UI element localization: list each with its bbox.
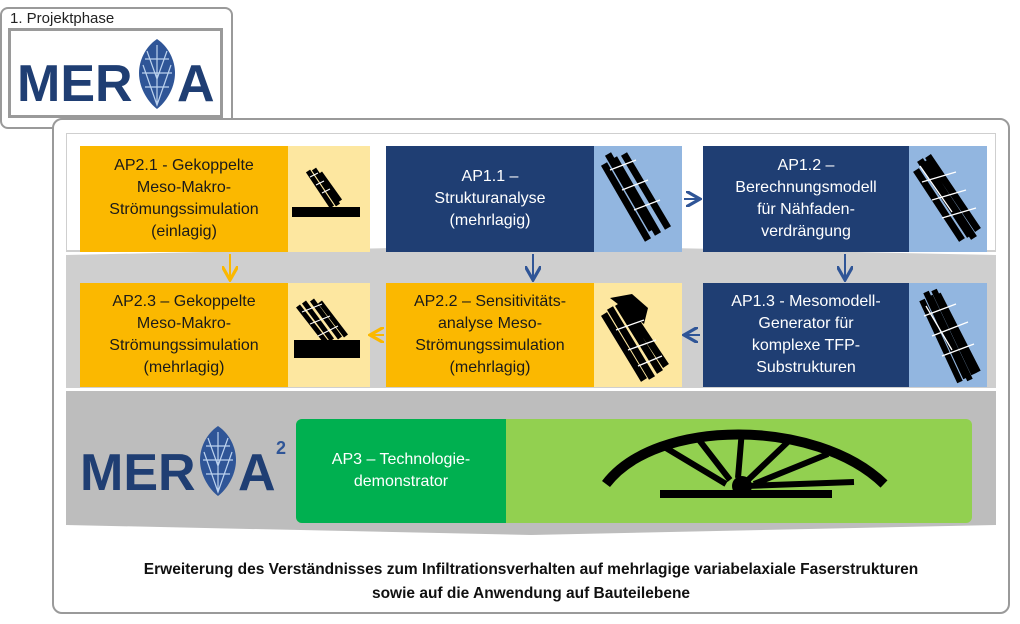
caption-line-1: Erweiterung des Verständnisses zum Infil… [143,561,919,578]
merva-logo-frame: MER A [8,28,223,118]
merva2-drop-icon [200,426,236,496]
ap12-box: AP1.2 – Berechnungsmodell für Nähfaden- … [703,146,909,252]
caption-line-2: sowie auf die Anwendung auf Bauteilebene [371,585,691,602]
ap12-fiber-icon [913,154,981,242]
ap11-fiber-icon [600,152,672,242]
merva2-logo: MER A 2 [80,426,286,502]
merva2-superscript: 2 [276,438,286,458]
merva2-text-left: MER [80,444,196,502]
ap3-box: AP3 – Technologie- demonstrator [296,419,506,523]
phase-label: 1. Projektphase [10,10,115,27]
ap22-fiber-icon [601,294,669,382]
ap23-fiber-icon [294,298,360,358]
merva2-text-right: A [238,444,276,502]
merva-logo-text-left: MER [17,55,133,113]
ap13-box: AP1.3 - Mesomodell- Generator für komple… [703,283,909,387]
ap13-fiber-icon [919,288,981,384]
ap11-box: AP1.1 – Strukturanalyse (mehrlagig) [386,146,594,252]
merva-drop-icon [139,39,175,109]
ap22-box: AP2.2 – Sensitivitäts- analyse Meso- Str… [386,283,594,387]
merva-logo-text-right: A [177,55,215,113]
ap3-component-icon [602,429,888,498]
ap21-box: AP2.1 - Gekoppelte Meso-Makro- Strömungs… [80,146,288,252]
ap23-box: AP2.3 – Gekoppelte Meso-Makro- Strömungs… [80,283,288,387]
ap21-fiber-icon [292,167,360,217]
merva-logo: MER A [17,39,215,113]
